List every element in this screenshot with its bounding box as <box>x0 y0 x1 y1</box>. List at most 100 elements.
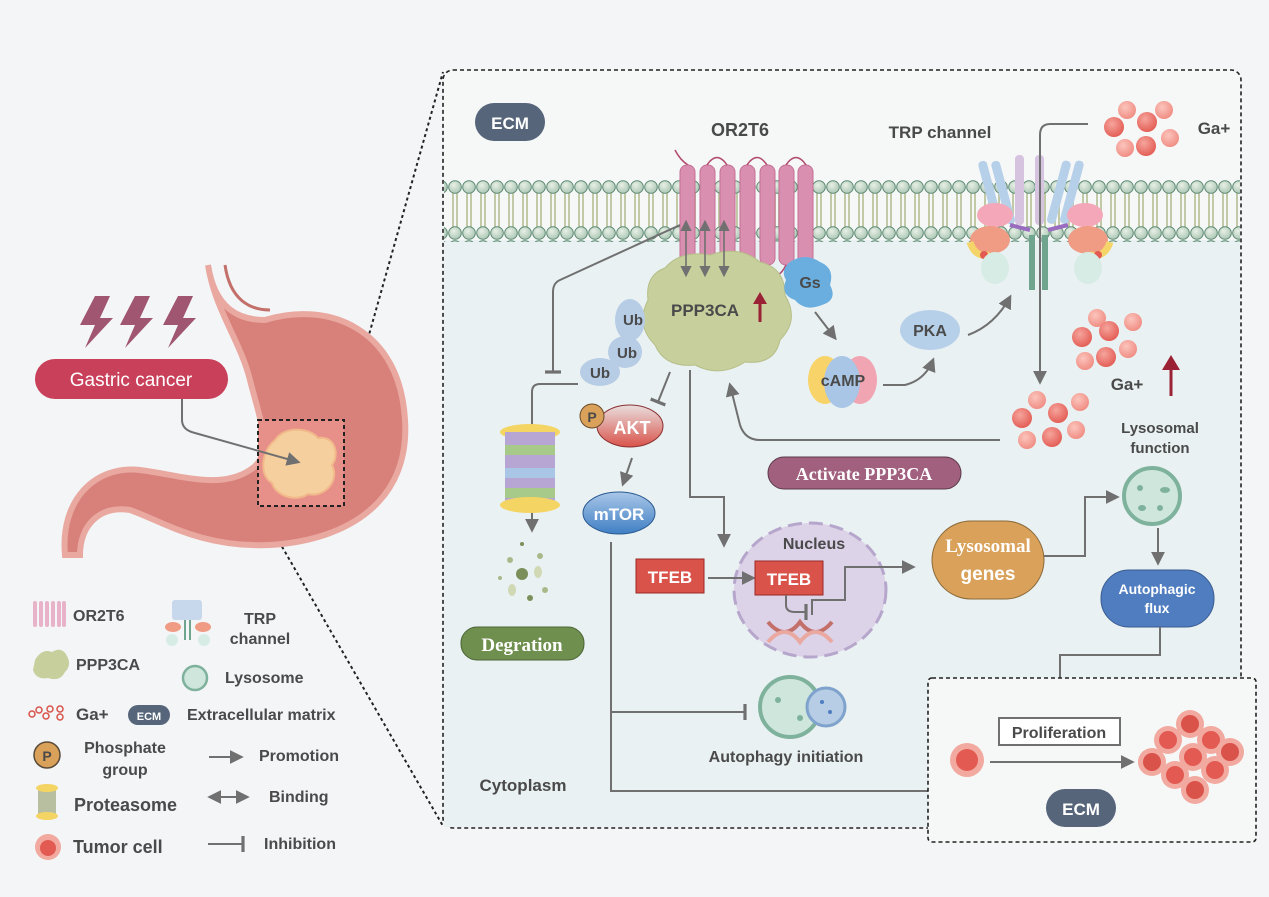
legend-ppp3ca-label: PPP3CA <box>76 657 140 674</box>
trp-channel <box>966 155 1114 290</box>
tfeb-nucleus-label: TFEB <box>767 570 811 589</box>
phosphate-label: P <box>587 409 596 425</box>
ecm-bottom-badge <box>1046 789 1116 827</box>
camp-label: cAMP <box>821 373 866 390</box>
lightning-icons <box>80 296 196 348</box>
proliferation-label: Proliferation <box>1012 725 1106 742</box>
degradation-label: Degration <box>481 635 563 656</box>
legend-proteasome-label: Proteasome <box>74 795 177 815</box>
legend-ecm-badge: ECM <box>137 711 161 723</box>
ub-label-3: Ub <box>590 365 610 382</box>
cell-membrane <box>444 180 1240 242</box>
tumor-cell-cluster <box>1138 710 1244 804</box>
gs-protein <box>783 257 833 308</box>
autophagosome-icon <box>758 675 847 739</box>
lysosomal-function-label-2: function <box>1130 440 1189 457</box>
proteasome-icon <box>500 424 560 513</box>
lysosomal-genes-label-2: genes <box>961 564 1016 585</box>
legend-promotion-label: Promotion <box>259 748 339 765</box>
autophagic-flux-label-2: flux <box>1145 600 1170 616</box>
genes-to-lysosome-arrow <box>1044 490 1120 557</box>
mtor-protein <box>582 491 656 535</box>
mtor-label: mTOR <box>594 505 645 524</box>
camp-molecule <box>808 356 877 408</box>
legend-proteasome-icon <box>36 784 58 820</box>
legend-inhibition-label: Inhibition <box>264 836 336 853</box>
stomach-illustration: Gastric cancer <box>35 264 409 558</box>
tfeb-nucleus <box>754 560 824 596</box>
proliferation-box <box>998 717 1121 746</box>
lysosomal-genes-label-1: Lysosomal <box>945 536 1031 557</box>
dna-icon <box>766 618 834 646</box>
legend-lysosome-label: Lysosome <box>225 670 304 687</box>
ecm-badge <box>475 103 545 141</box>
legend-ga-label: Ga+ <box>76 705 109 724</box>
degradation-badge <box>460 626 585 661</box>
ub-to-degradation-arrow <box>525 383 578 533</box>
legend-or2t6-icon <box>33 601 66 627</box>
legend-ecm-label: Extracellular matrix <box>187 707 336 724</box>
degradation-debris <box>498 542 548 601</box>
pka-to-trp-arrow <box>967 294 1012 336</box>
legend-or2t6-label: OR2T6 <box>73 608 125 625</box>
or2t6-label: OR2T6 <box>711 120 769 140</box>
legend-phosphate-label-1: Phosphate <box>84 740 166 757</box>
trp-channel-label: TRP channel <box>889 123 992 142</box>
ga-up-arrowhead <box>1162 355 1180 370</box>
tfeb-cytoplasm-label: TFEB <box>648 568 692 587</box>
pka-protein <box>900 310 960 350</box>
autophagic-flux-label-1: Autophagic <box>1119 581 1196 597</box>
receptor-inhibits-proteasome <box>545 224 681 374</box>
activate-ppp3ca-label: Activate PPP3CA <box>796 464 932 484</box>
legend-phosphate-icon <box>33 741 61 769</box>
autophagic-flux-badge <box>1100 569 1215 628</box>
tfeb-binds-dna <box>785 595 808 620</box>
legend: OR2T6 TRP channel PPP3CA Lysosome Ga+ EC… <box>28 600 339 860</box>
ga-mid-label: Ga+ <box>1111 375 1144 394</box>
lysosomal-genes-badge <box>931 520 1045 600</box>
gastric-cancer-pointer <box>181 399 301 466</box>
ga-ion-cluster-low <box>1012 391 1089 449</box>
ub-label-1: Ub <box>623 312 643 329</box>
nucleus-label: Nucleus <box>783 536 845 553</box>
ga-top-label: Ga+ <box>1198 119 1231 138</box>
gastric-cancer-badge <box>35 359 228 399</box>
legend-binding-label: Binding <box>269 789 329 806</box>
autophagy-initiation-label: Autophagy initiation <box>709 749 864 766</box>
ecm-label: ECM <box>491 114 529 133</box>
ub-label-2: Ub <box>617 345 637 362</box>
akt-to-mtor-arrow <box>620 457 634 487</box>
dna-to-genes-arrow <box>811 560 916 615</box>
legend-lysosome-icon <box>181 664 209 692</box>
legend-trp-label-2: channel <box>230 631 290 648</box>
binding-arrows <box>680 219 730 278</box>
lysosomal-function-label-1: Lysosomal <box>1121 420 1199 437</box>
camp-to-pka-arrow <box>883 357 936 386</box>
ppp3ca-inhibits-akt <box>649 371 671 407</box>
legend-ga-icon <box>28 705 64 721</box>
gs-to-camp-arrow <box>814 311 837 341</box>
ppp3ca-up-arrowhead <box>753 292 767 304</box>
ubiquitin-chain <box>580 299 645 386</box>
legend-phosphate-badge: P <box>42 748 51 764</box>
legend-ecm-icon <box>128 705 170 725</box>
legend-tumor-cell-icon <box>35 834 61 860</box>
activate-ppp3ca-badge <box>767 456 962 490</box>
tumor-cell-single <box>950 743 984 777</box>
ga-ion-cluster-mid <box>1072 309 1142 370</box>
legend-trp-channel-icon <box>165 600 211 646</box>
cytoplasm-label: Cytoplasm <box>480 776 567 795</box>
phosphate-icon <box>579 403 605 429</box>
legend-trp-label-1: TRP <box>244 611 276 628</box>
zoom-line-bottom <box>257 504 444 827</box>
ga-ion-cluster-top <box>1104 101 1179 157</box>
tfeb-cytoplasm <box>635 558 705 594</box>
legend-phosphate-label-2: group <box>102 762 148 779</box>
legend-tumor-cell-label: Tumor cell <box>73 837 163 857</box>
akt-label: AKT <box>614 418 651 438</box>
gastric-cancer-label: Gastric cancer <box>70 370 193 391</box>
ppp3ca-label: PPP3CA <box>671 301 739 320</box>
tumor-icon <box>262 428 337 499</box>
lysosome-icon <box>1122 466 1182 526</box>
ppp3ca-to-nucleus-arrow <box>689 370 731 548</box>
